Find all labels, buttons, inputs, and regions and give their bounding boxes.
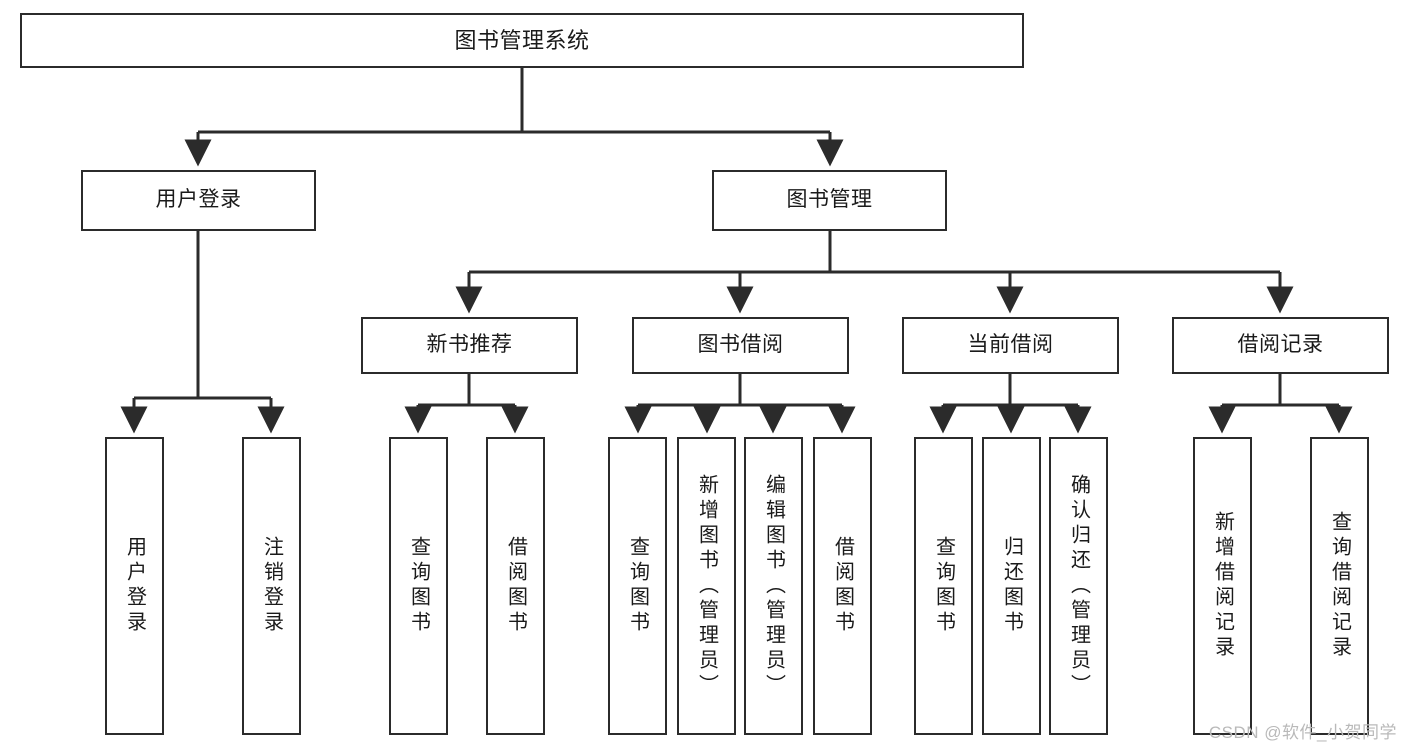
leaf-confirm-return[interactable]: 确认归还（管理员） (1049, 437, 1108, 735)
node-book-borrow[interactable]: 图书借阅 (632, 317, 849, 374)
leaf-user-logout-label: 注销登录 (260, 536, 283, 636)
node-new-book-recommend-label: 新书推荐 (426, 333, 513, 357)
node-root-system-label: 图书管理系统 (454, 27, 590, 53)
node-book-manage-label: 图书管理 (786, 188, 873, 212)
node-current-borrow-label: 当前借阅 (967, 333, 1054, 357)
leaf-confirm-return-label: 确认归还（管理员） (1067, 473, 1090, 699)
node-user-login[interactable]: 用户登录 (81, 170, 316, 231)
leaf-query-borrow-record-label: 查询借阅记录 (1328, 511, 1351, 661)
leaf-add-borrow-record[interactable]: 新增借阅记录 (1193, 437, 1252, 735)
node-borrow-record[interactable]: 借阅记录 (1172, 317, 1389, 374)
leaf-query-borrow-record[interactable]: 查询借阅记录 (1310, 437, 1369, 735)
node-book-manage[interactable]: 图书管理 (712, 170, 947, 231)
leaf-query-book-3[interactable]: 查询图书 (914, 437, 973, 735)
leaf-borrow-book-1[interactable]: 借阅图书 (486, 437, 545, 735)
leaf-edit-book-label: 编辑图书（管理员） (762, 473, 785, 699)
leaf-add-book-label: 新增图书（管理员） (695, 473, 718, 699)
leaf-borrow-book-1-label: 借阅图书 (504, 536, 527, 636)
node-current-borrow[interactable]: 当前借阅 (902, 317, 1119, 374)
leaf-return-book-label: 归还图书 (1000, 536, 1023, 636)
leaf-user-logout[interactable]: 注销登录 (242, 437, 301, 735)
leaf-user-login-label: 用户登录 (123, 536, 146, 636)
csdn-watermark: CSDN @软件_小贺同学 (1208, 723, 1397, 742)
leaf-query-book-1[interactable]: 查询图书 (389, 437, 448, 735)
leaf-borrow-book-2[interactable]: 借阅图书 (813, 437, 872, 735)
leaf-add-borrow-record-label: 新增借阅记录 (1211, 511, 1234, 661)
leaf-add-book[interactable]: 新增图书（管理员） (677, 437, 736, 735)
leaf-query-book-2-label: 查询图书 (626, 536, 649, 636)
leaf-query-book-3-label: 查询图书 (932, 536, 955, 636)
node-user-login-label: 用户登录 (155, 188, 242, 212)
leaf-borrow-book-2-label: 借阅图书 (831, 536, 854, 636)
leaf-query-book-1-label: 查询图书 (407, 536, 430, 636)
node-book-borrow-label: 图书借阅 (697, 333, 784, 357)
leaf-edit-book[interactable]: 编辑图书（管理员） (744, 437, 803, 735)
leaf-user-login[interactable]: 用户登录 (105, 437, 164, 735)
node-new-book-recommend[interactable]: 新书推荐 (361, 317, 578, 374)
node-root-system[interactable]: 图书管理系统 (20, 13, 1024, 68)
leaf-query-book-2[interactable]: 查询图书 (608, 437, 667, 735)
leaf-return-book[interactable]: 归还图书 (982, 437, 1041, 735)
node-borrow-record-label: 借阅记录 (1237, 333, 1324, 357)
